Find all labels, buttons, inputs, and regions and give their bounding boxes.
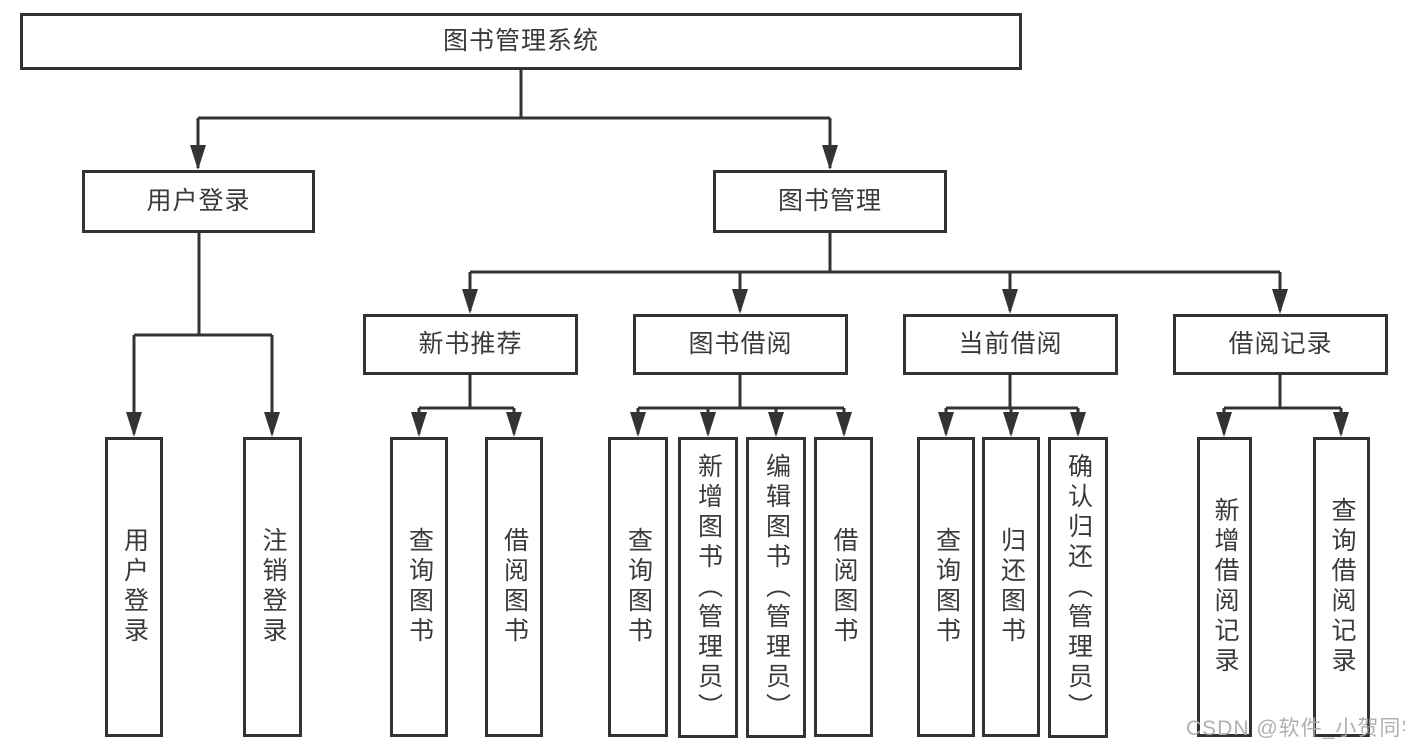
node-new-book-recommend: 新书推荐 <box>363 314 578 375</box>
node-current-borrowing: 当前借阅 <box>903 314 1118 375</box>
node-logout: 注销登录 <box>243 437 302 737</box>
node-query-books-recommend: 查询图书 <box>390 437 448 737</box>
node-confirm-return-admin: 确认归还（管理员） <box>1048 437 1108 738</box>
node-library-management-system: 图书管理系统 <box>20 13 1022 70</box>
node-book-borrowing: 图书借阅 <box>633 314 848 375</box>
arrowheads <box>126 145 1349 437</box>
node-borrow-books-recommend: 借阅图书 <box>485 437 543 737</box>
node-query-books-borrowing: 查询图书 <box>608 437 668 737</box>
csdn-watermark: CSDN @软件_小贺同学 <box>1186 717 1405 740</box>
node-return-books: 归还图书 <box>982 437 1040 737</box>
node-add-books-admin: 新增图书（管理员） <box>678 437 738 738</box>
node-add-borrow-record: 新增借阅记录 <box>1197 437 1252 737</box>
node-query-borrow-record: 查询借阅记录 <box>1313 437 1370 737</box>
node-edit-books-admin: 编辑图书（管理员） <box>746 437 806 738</box>
node-query-books-current: 查询图书 <box>917 437 975 737</box>
node-user-login-module: 用户登录 <box>82 170 315 233</box>
node-borrow-records: 借阅记录 <box>1173 314 1388 375</box>
node-book-management-module: 图书管理 <box>713 170 947 233</box>
node-borrow-books-borrowing: 借阅图书 <box>814 437 873 737</box>
node-user-login-leaf: 用户登录 <box>105 437 163 737</box>
tree-edges <box>132 67 1343 434</box>
